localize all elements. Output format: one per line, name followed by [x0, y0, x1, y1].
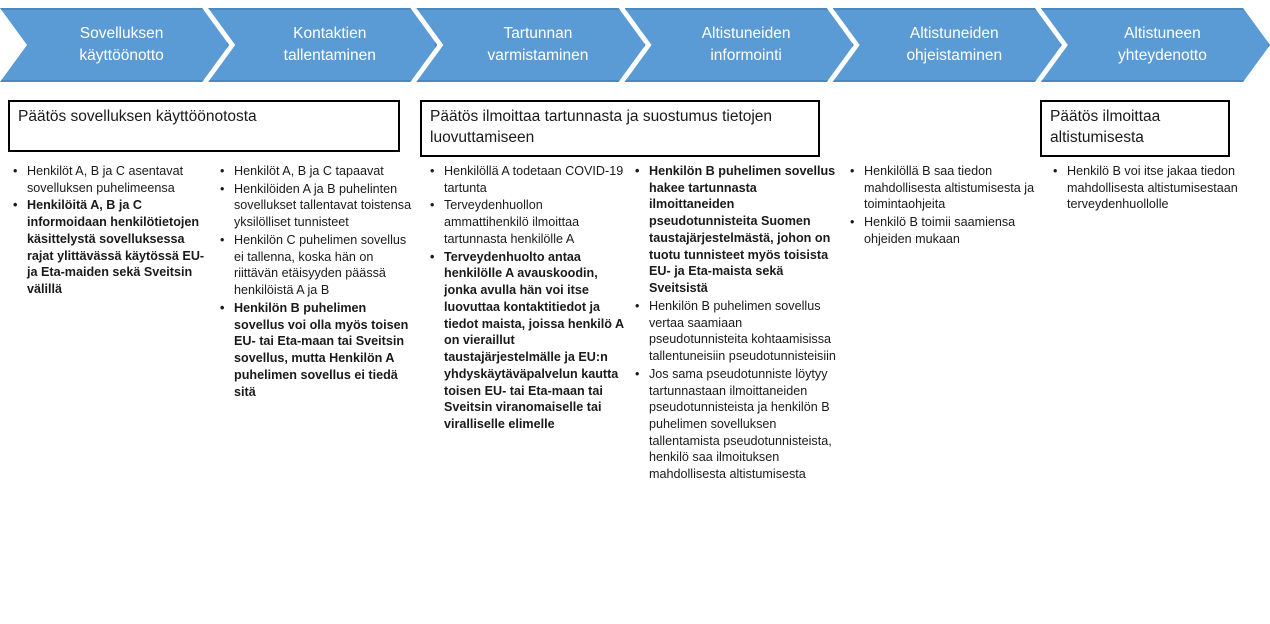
decision-box-title: Päätös ilmoittaa tartunnasta ja suostumu…: [430, 108, 773, 146]
list-item: Henkilöiden A ja B puhelinten sovellukse…: [217, 181, 417, 231]
list-item: Henkilöt A, B ja C asentavat sovelluksen…: [10, 163, 210, 196]
list-item: Jos sama pseudotunniste löytyy tartunnas…: [632, 366, 844, 483]
process-step-sovelluksen-kayttoonotto: Sovelluksen käyttöönotto: [0, 8, 229, 82]
list-item: Henkilön B puhelimen sovellus hakee tart…: [632, 163, 844, 297]
list-item: Henkilöt A, B ja C tapaavat: [217, 163, 417, 180]
step-label: Tartunnan varmistaminen: [487, 25, 589, 64]
list-item: Henkilö B voi itse jakaa tiedon mahdolli…: [1050, 163, 1258, 213]
list-item: Henkilöllä B saa tiedon mahdollisesta al…: [847, 163, 1043, 213]
column-tartunnan-varmistaminen: Henkilöllä A todetaan COVID-19 tartunta …: [427, 163, 627, 434]
process-step-altistuneiden-informointi: Altistuneiden informointi: [625, 8, 854, 82]
decision-box-tartunta-suostumus: Päätös ilmoittaa tartunnasta ja suostumu…: [420, 100, 820, 157]
process-step-altistuneiden-ohjeistaminen: Altistuneiden ohjeistaminen: [833, 8, 1062, 82]
step-label: Altistuneiden informointi: [701, 25, 791, 64]
decision-box-title: Päätös sovelluksen käyttöönotosta: [18, 108, 257, 125]
bullet-list: Henkilöt A, B ja C tapaavat Henkilöiden …: [217, 163, 417, 400]
list-item: Henkilön C puhelimen sovellus ei tallenn…: [217, 232, 417, 299]
step-label: Sovelluksen käyttöönotto: [79, 25, 164, 64]
list-item: Henkilöitä A, B ja C informoidaan henkil…: [10, 197, 210, 297]
list-item: Henkilö B toimii saamiensa ohjeiden muka…: [847, 214, 1043, 247]
process-step-tartunnan-varmistaminen: Tartunnan varmistaminen: [416, 8, 645, 82]
list-item: Henkilöllä A todetaan COVID-19 tartunta: [427, 163, 627, 196]
list-item: Terveydenhuollon ammattihenkilö ilmoitta…: [427, 197, 627, 247]
column-altistuneiden-informointi: Henkilön B puhelimen sovellus hakee tart…: [632, 163, 844, 484]
column-kontaktien-tallentaminen: Henkilöt A, B ja C tapaavat Henkilöiden …: [217, 163, 417, 401]
decision-box-title: Päätös ilmoittaa altistumisesta: [1050, 108, 1161, 146]
list-item: Henkilön B puhelimen sovellus voi olla m…: [217, 300, 417, 400]
step-label: Altistuneiden ohjeistaminen: [906, 25, 1003, 64]
column-sovelluksen-kayttoonotto: Henkilöt A, B ja C asentavat sovelluksen…: [10, 163, 210, 299]
bullet-list: Henkilöt A, B ja C asentavat sovelluksen…: [10, 163, 210, 298]
column-altistuneen-yhteydenotto: Henkilö B voi itse jakaa tiedon mahdolli…: [1050, 163, 1258, 214]
process-steps-band: Sovelluksen käyttöönotto Kontaktien tall…: [0, 8, 1270, 82]
process-step-altistuneen-yhteydenotto: Altistuneen yhteydenotto: [1041, 8, 1270, 82]
bullet-list: Henkilöllä B saa tiedon mahdollisesta al…: [847, 163, 1043, 248]
bullet-list: Henkilöllä A todetaan COVID-19 tartunta …: [427, 163, 627, 433]
list-item: Henkilön B puhelimen sovellus vertaa saa…: [632, 298, 844, 365]
bullet-list: Henkilö B voi itse jakaa tiedon mahdolli…: [1050, 163, 1258, 213]
decision-box-kayttoonotto: Päätös sovelluksen käyttöönotosta: [8, 100, 400, 152]
step-label: Kontaktien tallentaminen: [283, 25, 376, 64]
step-label: Altistuneen yhteydenotto: [1118, 25, 1207, 64]
bullet-list: Henkilön B puhelimen sovellus hakee tart…: [632, 163, 844, 483]
list-item: Terveydenhuolto antaa henkilölle A avaus…: [427, 249, 627, 433]
process-step-kontaktien-tallentaminen: Kontaktien tallentaminen: [208, 8, 437, 82]
decision-box-altistuminen: Päätös ilmoittaa altistumisesta: [1040, 100, 1230, 157]
column-altistuneiden-ohjeistaminen: Henkilöllä B saa tiedon mahdollisesta al…: [847, 163, 1043, 249]
